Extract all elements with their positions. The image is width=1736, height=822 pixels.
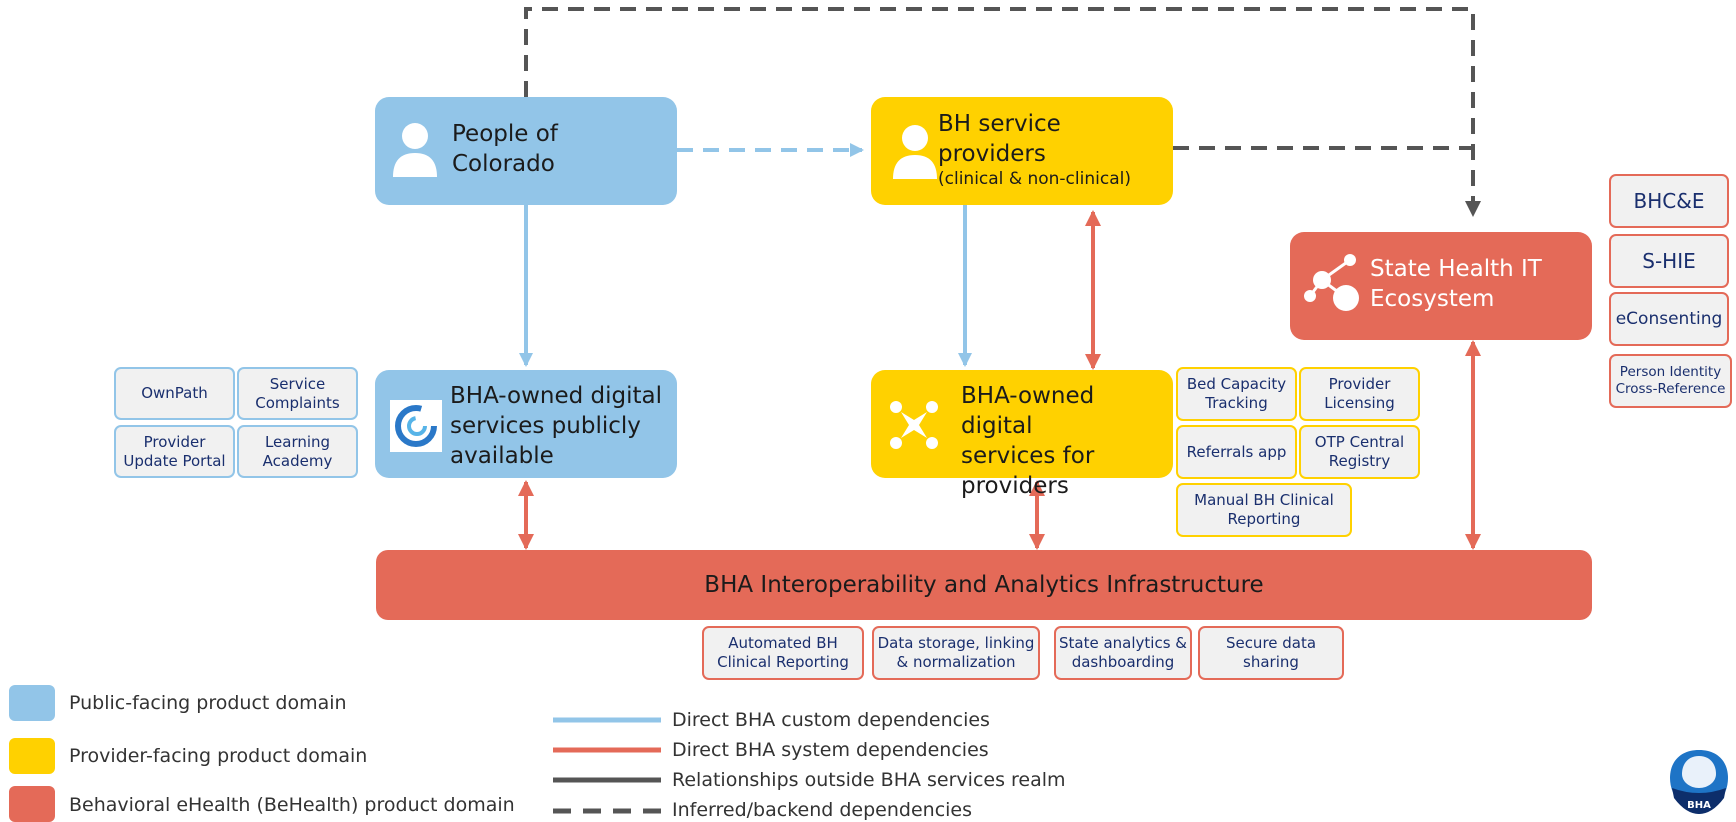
public-tag-provider-update-portal: Provider Update Portal xyxy=(114,425,235,478)
legend-label-behealth: Behavioral eHealth (BeHealth) product do… xyxy=(69,794,515,816)
provider-services-icon xyxy=(890,401,938,449)
provider-tag-manual-reporting: Manual BH Clinical Reporting xyxy=(1176,483,1352,537)
public-services-line2: services publicly xyxy=(450,413,641,439)
public-services-line3: available xyxy=(450,443,554,469)
infra-tag-secure-sharing: Secure data sharing xyxy=(1198,626,1344,680)
ecosystem-tag-bhce: BHC&E xyxy=(1609,174,1729,228)
public-tag-learning-academy: Learning Academy xyxy=(237,425,358,478)
provider-tag-licensing: Provider Licensing xyxy=(1299,367,1420,421)
state-hit-line2: Ecosystem xyxy=(1370,286,1495,312)
legend-label-public: Public-facing product domain xyxy=(69,692,347,714)
bha-logo-text: BHA xyxy=(1687,800,1711,811)
ownpath-logo-icon xyxy=(390,400,442,452)
provider-tag-otp-registry: OTP Central Registry xyxy=(1299,425,1420,479)
provider-services-line1: BHA-owned digital xyxy=(961,383,1095,439)
network-icon xyxy=(1304,254,1359,311)
bh-service-providers-node: BH service providers (clinical & non-cli… xyxy=(871,97,1173,205)
provider-tag-referrals: Referrals app xyxy=(1176,425,1297,479)
public-digital-services-node: BHA-owned digital services publicly avai… xyxy=(375,370,677,478)
legend-label-provider: Provider-facing product domain xyxy=(69,745,368,767)
ecosystem-tag-s-hie: S-HIE xyxy=(1609,234,1729,288)
person-icon xyxy=(393,123,437,177)
interoperability-infrastructure-node xyxy=(376,550,1592,620)
person-icon xyxy=(893,125,937,179)
provider-digital-services-node: BHA-owned digital services for providers xyxy=(871,370,1173,499)
public-tag-ownpath: OwnPath xyxy=(114,367,235,420)
provider-services-line2: services for xyxy=(961,443,1095,469)
people-of-colorado-node: People of Colorado xyxy=(375,97,677,205)
people-line2: Colorado xyxy=(452,151,555,177)
dashed-backend-line-people-to-hit xyxy=(524,7,1481,217)
legend-swatch-public xyxy=(9,685,55,721)
legend-swatch-provider xyxy=(9,738,55,774)
ecosystem-tag-econsenting: eConsenting xyxy=(1609,292,1729,346)
infra-tag-state-analytics: State analytics & dashboarding xyxy=(1054,626,1192,680)
legend-line-label-system: Direct BHA system dependencies xyxy=(672,739,989,761)
ecosystem-tag-person-identity: Person Identity Cross-Reference xyxy=(1609,354,1732,408)
infra-tag-data-storage: Data storage, linking & normalization xyxy=(872,626,1040,680)
infra-tag-automated-reporting: Automated BH Clinical Reporting xyxy=(702,626,864,680)
public-tag-service-complaints: Service Complaints xyxy=(237,367,358,420)
infrastructure-title: BHA Interoperability and Analytics Infra… xyxy=(704,572,1264,598)
provider-tag-bed-capacity: Bed Capacity Tracking xyxy=(1176,367,1297,421)
people-line1: People of xyxy=(452,121,558,147)
bha-logo: BHA xyxy=(1670,750,1728,814)
state-hit-line1: State Health IT xyxy=(1370,256,1542,282)
legend-line-label-custom: Direct BHA custom dependencies xyxy=(672,709,990,731)
providers-line2: (clinical & non-clinical) xyxy=(938,169,1131,189)
providers-line1: BH service providers xyxy=(938,111,1061,167)
legend-swatch-behealth xyxy=(9,786,55,822)
legend-line-label-outside: Relationships outside BHA services realm xyxy=(672,769,1066,791)
state-health-it-node: State Health IT Ecosystem xyxy=(1290,232,1592,340)
provider-services-line3: providers xyxy=(961,473,1069,499)
public-services-line1: BHA-owned digital xyxy=(450,383,663,409)
legend-line-label-inferred: Inferred/backend dependencies xyxy=(672,799,973,821)
